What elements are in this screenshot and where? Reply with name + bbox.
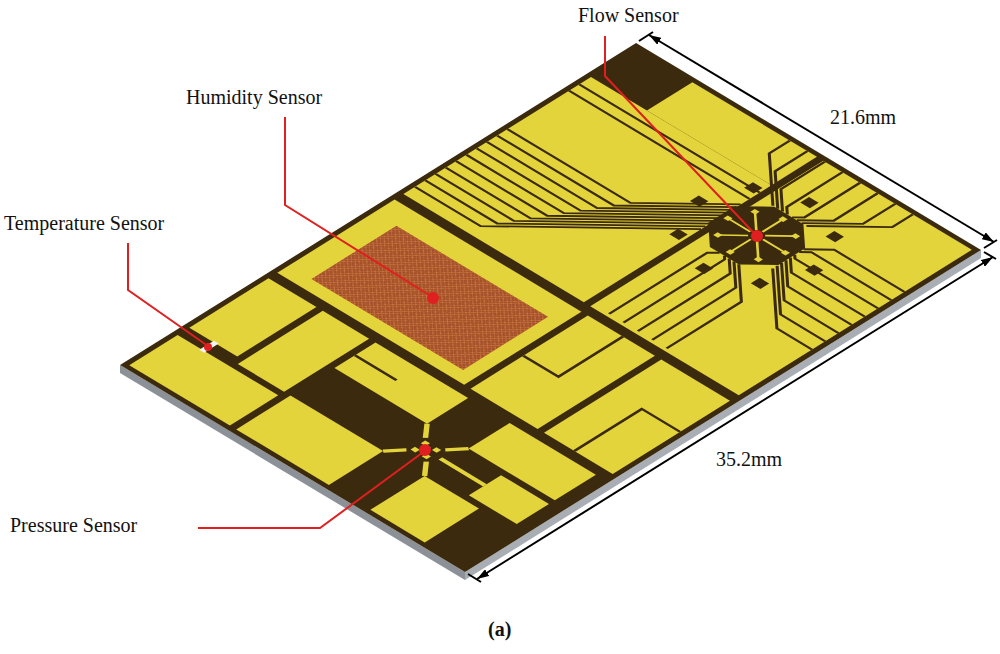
leader-dots (204, 230, 763, 456)
sensor-label: Temperature Sensor (4, 212, 164, 235)
chip-surface (120, 43, 981, 572)
sensor-label: Humidity Sensor (186, 86, 322, 109)
sensor-label: Flow Sensor (578, 4, 679, 27)
dimension-label: 21.6mm (830, 106, 896, 129)
leader-lines (128, 36, 753, 528)
dimension-label: 35.2mm (716, 448, 782, 471)
dimension-lines (468, 32, 997, 582)
sensor-label: Pressure Sensor (10, 514, 137, 537)
panel-label: (a) (488, 618, 511, 641)
